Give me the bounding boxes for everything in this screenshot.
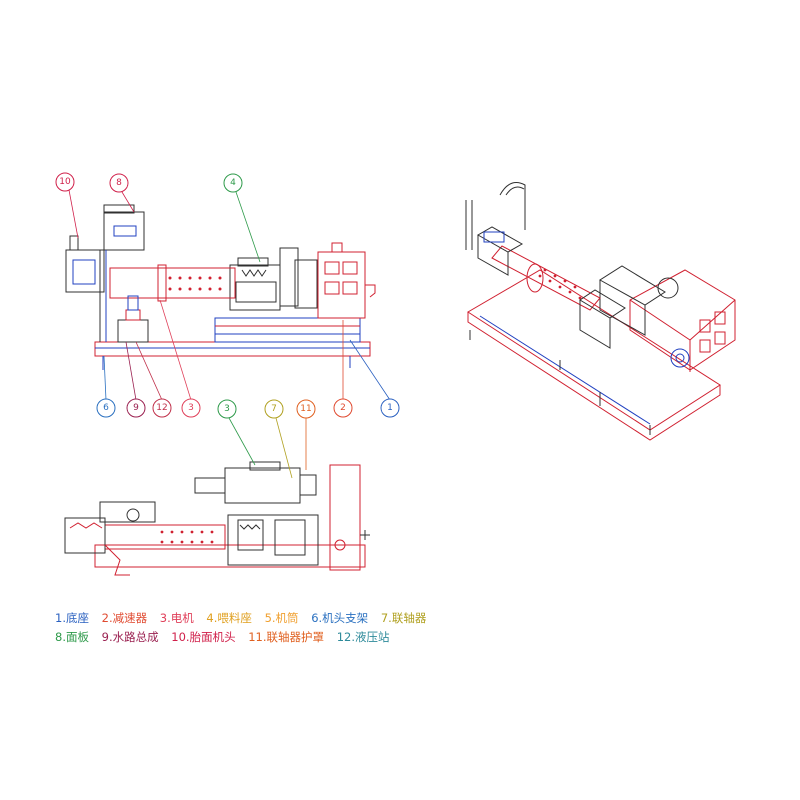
svg-text:11: 11 bbox=[300, 404, 311, 414]
legend-item: 7.联轴器 bbox=[380, 611, 427, 625]
svg-text:10: 10 bbox=[59, 177, 71, 187]
svg-text:4: 4 bbox=[230, 178, 236, 188]
legend-item: 5.机筒 bbox=[264, 611, 299, 625]
callout-11: 11 bbox=[296, 399, 316, 419]
legend-row-1: 1.底座 2.减速器 3.电机 4.喂料座 5.机筒 6.机头支架 7.联轴器 bbox=[55, 609, 426, 628]
iso-view bbox=[465, 182, 736, 441]
legend-item: 12.液压站 bbox=[336, 630, 390, 644]
callout-8: 8 bbox=[109, 173, 129, 193]
callout-7: 7 bbox=[264, 399, 284, 419]
legend-item: 9.水路总成 bbox=[101, 630, 159, 644]
callout-12: 12 bbox=[152, 398, 172, 418]
svg-text:3: 3 bbox=[188, 403, 194, 413]
legend-item: 6.机头支架 bbox=[311, 611, 369, 625]
side-view bbox=[65, 204, 376, 370]
legend-item: 2.减速器 bbox=[101, 611, 148, 625]
svg-text:7: 7 bbox=[271, 404, 277, 414]
legend-row-2: 8.面板 9.水路总成 10.胎面机头 11.联轴器护罩 12.液压站 bbox=[55, 628, 415, 647]
legend-item: 4.喂料座 bbox=[206, 611, 252, 625]
callout-3: 3 bbox=[181, 398, 201, 418]
svg-text:9: 9 bbox=[133, 403, 139, 413]
svg-text:12: 12 bbox=[156, 403, 167, 413]
svg-text:2: 2 bbox=[340, 403, 346, 413]
callout-3b: 3 bbox=[217, 399, 237, 419]
legend-item: 11.联轴器护罩 bbox=[248, 630, 325, 644]
callouts: 10 8 4 6 9 12 3 2 1 3 7 11 bbox=[55, 172, 400, 419]
callout-9: 9 bbox=[126, 398, 146, 418]
callout-4: 4 bbox=[223, 173, 243, 193]
legend-item: 8.面板 bbox=[55, 630, 89, 644]
legend-item: 1.底座 bbox=[55, 611, 89, 625]
svg-text:1: 1 bbox=[387, 403, 393, 413]
legend-item: 3.电机 bbox=[159, 611, 194, 625]
leader-lines bbox=[68, 189, 391, 479]
top-view bbox=[64, 461, 370, 576]
callout-10: 10 bbox=[55, 172, 75, 192]
svg-text:6: 6 bbox=[103, 403, 109, 413]
svg-text:3: 3 bbox=[224, 404, 230, 414]
callout-2: 2 bbox=[333, 398, 353, 418]
parts-legend: 1.底座 2.减速器 3.电机 4.喂料座 5.机筒 6.机头支架 7.联轴器 … bbox=[55, 609, 426, 647]
callout-6: 6 bbox=[96, 398, 116, 418]
svg-text:8: 8 bbox=[116, 178, 122, 188]
legend-item: 10.胎面机头 bbox=[171, 630, 236, 644]
callout-1: 1 bbox=[380, 398, 400, 418]
